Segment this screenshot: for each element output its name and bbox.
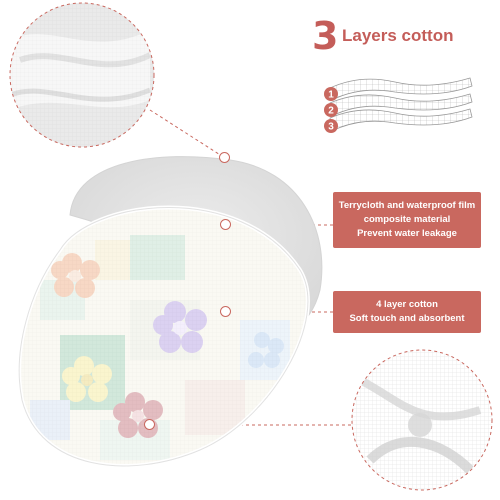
layer-badge-3: 3 [328,122,334,133]
layers-diagram [329,77,473,132]
muslin-closeup [351,349,493,491]
title-text: Layers cotton [342,26,454,45]
connector-dot-2 [220,219,231,230]
terrycloth-closeup [9,2,155,148]
callout-2-line-2: Soft touch and absorbent [349,313,465,324]
connector-dot-4 [144,419,155,430]
callout-cotton: 4 layer cotton Soft touch and absorbent [333,291,481,333]
layer-badge-1: 1 [328,90,334,101]
connector-dot-1 [219,152,230,163]
callout-2-line-1: 4 layer cotton [376,299,438,310]
callout-1-line-1: Terrycloth and waterproof film [338,200,476,211]
callout-1-line-3: Prevent water leakage [357,228,457,239]
title: 3 Layers cotton [312,14,492,58]
callout-waterproof: Terrycloth and waterproof film composite… [333,192,481,248]
title-number: 3 [312,14,339,58]
layer-badges: 1 2 3 [324,87,338,133]
layer-badge-2: 2 [328,106,334,117]
callout-1-line-2: composite material [363,214,451,225]
connector-dot-3 [220,306,231,317]
